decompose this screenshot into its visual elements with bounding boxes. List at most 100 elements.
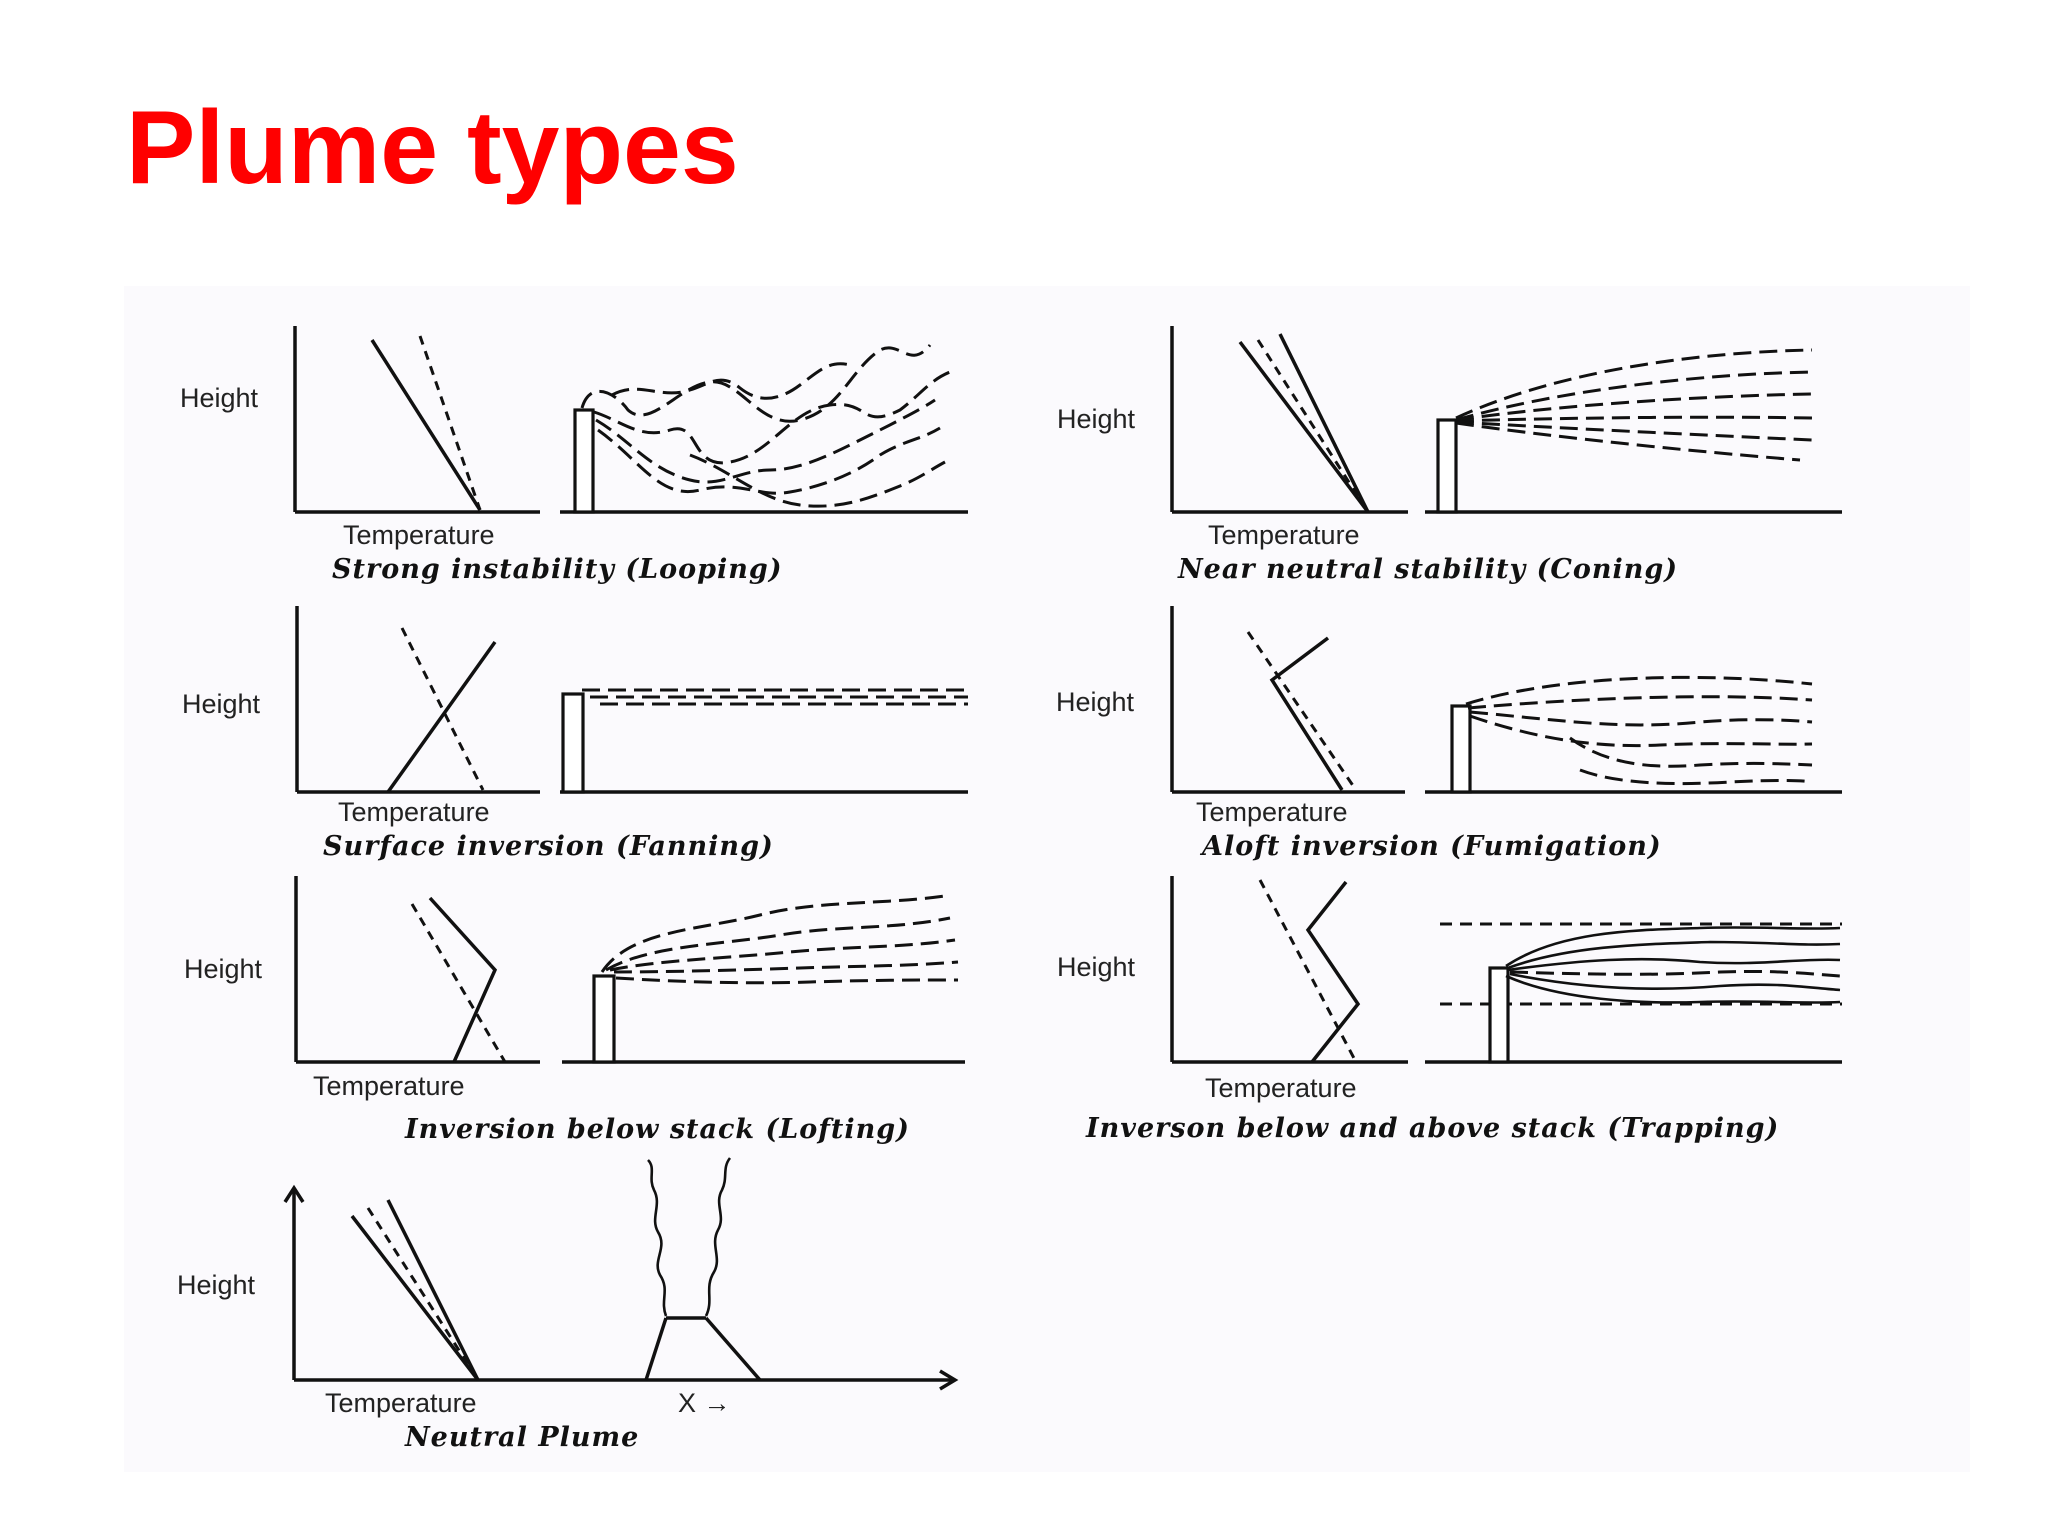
fumigation-plume-1 bbox=[1465, 675, 1813, 706]
caption-trapping: Inverson below and above stack (Trapping… bbox=[1085, 1113, 1779, 1144]
fumigation-plume-6 bbox=[1579, 768, 1813, 786]
trapping-plume-2 bbox=[1507, 957, 1841, 972]
coning-plume-3 bbox=[1455, 392, 1813, 422]
temperature-profile-graph: Height Temperature bbox=[182, 606, 540, 827]
lofting-plume-1 bbox=[600, 894, 946, 973]
adiabatic-lapse-line bbox=[400, 627, 485, 791]
looping-plume-lower bbox=[597, 426, 941, 495]
environmental-lapse-line-b bbox=[1278, 333, 1370, 513]
environmental-lapse-line bbox=[370, 339, 482, 511]
neutral-plume-right bbox=[704, 1157, 732, 1317]
plume-sketch bbox=[560, 344, 968, 514]
plume-sketch bbox=[560, 688, 968, 794]
trapping-plume-1 bbox=[1507, 940, 1841, 970]
smokestack bbox=[1450, 704, 1472, 794]
environmental-lapse-line-a bbox=[350, 1214, 480, 1382]
adiabatic-lapse-line bbox=[418, 335, 482, 511]
smokestack bbox=[561, 692, 585, 794]
temperature-label: Temperature bbox=[1196, 797, 1348, 827]
smokestack bbox=[1488, 966, 1510, 1064]
temperature-profile-graph: Height Temperature bbox=[1057, 876, 1408, 1103]
fumigation-plume-4 bbox=[1469, 714, 1813, 748]
panel-fumigation: Height Temperature Aloft inversion (Fumi… bbox=[1056, 606, 1842, 862]
caption-neutral: Neutral Plume bbox=[404, 1422, 639, 1453]
environmental-lapse-line bbox=[1305, 880, 1361, 1064]
height-label: Height bbox=[1057, 952, 1136, 982]
height-label: Height bbox=[182, 689, 261, 719]
lofting-plume-2 bbox=[605, 916, 951, 972]
adiabatic-lapse-line bbox=[410, 903, 507, 1063]
caption-fanning: Surface inversion (Fanning) bbox=[323, 831, 774, 862]
figure-panel bbox=[124, 286, 1970, 1472]
trapping-plume-3 bbox=[1509, 969, 1841, 978]
lofting-plume-3 bbox=[609, 938, 956, 972]
temperature-profile-graph: Height Temperature bbox=[184, 876, 540, 1101]
stack-left-wall bbox=[644, 1317, 668, 1381]
looping-plume-mid2 bbox=[595, 398, 936, 484]
height-label: Height bbox=[180, 383, 259, 413]
trapping-plume-bottom bbox=[1505, 974, 1841, 1004]
environmental-lapse-line bbox=[1269, 636, 1344, 791]
temperature-label: Temperature bbox=[313, 1071, 465, 1101]
panel-lofting: Height Temperature Inversion below stack… bbox=[184, 876, 965, 1145]
plume-sketch bbox=[1425, 922, 1842, 1064]
plume-sketch bbox=[562, 894, 965, 1064]
coning-plume-5 bbox=[1455, 420, 1813, 442]
adiabatic-lapse-line bbox=[366, 1207, 480, 1381]
smokestack bbox=[592, 974, 616, 1064]
looping-plume-upper bbox=[580, 344, 932, 423]
neutral-plume-left bbox=[646, 1159, 668, 1317]
coning-plume-6 bbox=[1455, 421, 1801, 462]
looping-plume-bottom bbox=[689, 453, 946, 508]
smokestack bbox=[573, 408, 595, 514]
lofting-plume-5 bbox=[615, 976, 959, 985]
height-label: Height bbox=[177, 1270, 256, 1300]
panel-trapping: Height Temperature Inverson below and ab… bbox=[1057, 876, 1842, 1144]
stack-right-wall bbox=[704, 1316, 762, 1382]
temperature-profile-graph: Height Temperature bbox=[1057, 326, 1408, 550]
environmental-lapse-line bbox=[428, 896, 498, 1063]
trapping-plume-top bbox=[1505, 926, 1841, 968]
coning-plume-4 bbox=[1455, 415, 1813, 423]
caption-looping: Strong instability (Looping) bbox=[332, 554, 783, 585]
plume-sketch bbox=[644, 1157, 762, 1382]
coning-plume-1 bbox=[1455, 348, 1813, 420]
temperature-label: Temperature bbox=[1205, 1073, 1357, 1103]
temperature-label: Temperature bbox=[325, 1388, 477, 1418]
fumigation-plume-2 bbox=[1467, 695, 1813, 710]
adiabatic-lapse-line bbox=[1258, 879, 1358, 1063]
looping-plume-top bbox=[611, 362, 851, 400]
caption-coning: Near neutral stability (Coning) bbox=[1177, 554, 1678, 585]
fumigation-plume-5 bbox=[1569, 736, 1813, 768]
temperature-profile-graph: Height Temperature bbox=[1056, 606, 1405, 827]
looping-plume-mid bbox=[593, 370, 951, 465]
height-label: Height bbox=[1057, 404, 1136, 434]
caption-fumigation: Aloft inversion (Fumigation) bbox=[1199, 831, 1662, 862]
environmental-lapse-line-b bbox=[386, 1199, 480, 1381]
caption-lofting: Inversion below stack (Lofting) bbox=[404, 1114, 910, 1145]
y-axis-arrowhead bbox=[283, 1184, 305, 1203]
plume-sketch bbox=[1425, 348, 1842, 514]
lofting-plume-4 bbox=[613, 960, 959, 974]
temperature-profile-graph: Height Temperature bbox=[180, 326, 540, 550]
x-axis-arrowhead bbox=[939, 1369, 959, 1391]
temperature-profile-graph: Height Temperature X → bbox=[177, 1184, 959, 1418]
environmental-lapse-line bbox=[386, 640, 497, 794]
panel-coning: Height Temperature Near neutral stabilit… bbox=[1057, 326, 1842, 585]
temperature-label: Temperature bbox=[343, 520, 495, 550]
height-label: Height bbox=[1056, 687, 1135, 717]
slide-title: Plume types bbox=[126, 90, 739, 206]
panel-fanning: Height Temperature Surface inversion (Fa… bbox=[182, 606, 968, 862]
environmental-lapse-line-a bbox=[1238, 340, 1370, 514]
temperature-label: Temperature bbox=[338, 797, 490, 827]
distance-label: X → bbox=[678, 1388, 731, 1418]
panel-neutral: Height Temperature X → Neutral Plume bbox=[177, 1157, 959, 1453]
coning-plume-2 bbox=[1455, 370, 1813, 422]
fumigation-plume-3 bbox=[1469, 710, 1813, 727]
adiabatic-lapse-line bbox=[1256, 339, 1370, 513]
plume-sketch bbox=[1425, 675, 1842, 794]
panel-looping: Height Temperature Strong instability (L… bbox=[180, 326, 968, 585]
smokestack bbox=[1436, 418, 1458, 514]
height-label: Height bbox=[184, 954, 263, 984]
